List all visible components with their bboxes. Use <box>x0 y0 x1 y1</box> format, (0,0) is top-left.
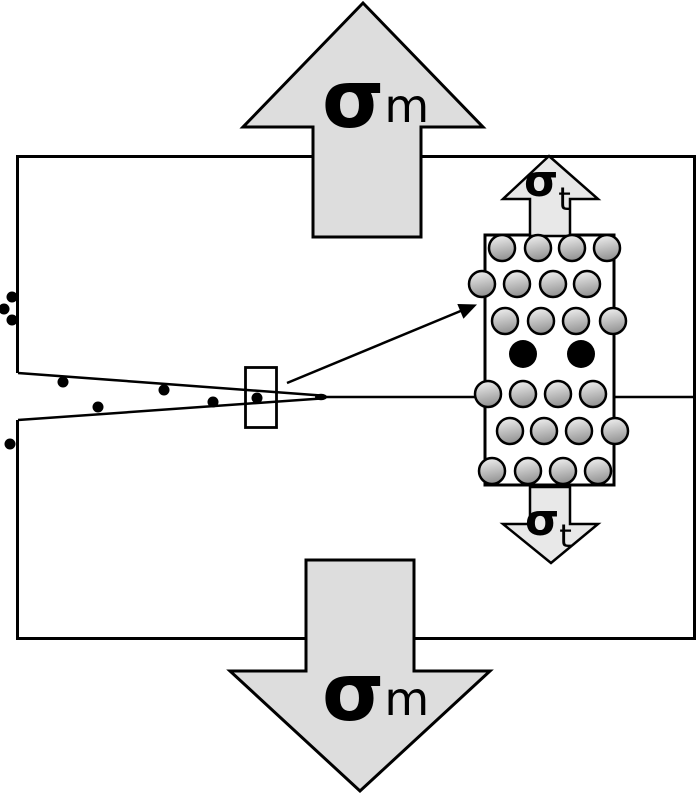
crack-particle <box>6 291 18 303</box>
lattice-atom <box>477 456 507 486</box>
sigma-symbol: σ <box>322 646 384 739</box>
macro-stress-arrow-down <box>226 558 494 794</box>
tip-stress-top-label: σt <box>524 156 571 218</box>
sigma-subscript: t <box>558 180 571 218</box>
tip-stress-arrow-up <box>499 154 602 238</box>
atom-lattice-atoms <box>467 233 630 486</box>
lattice-atom <box>564 416 594 446</box>
crack-particle <box>6 314 18 326</box>
crack-particle <box>251 392 263 404</box>
crack-particle <box>57 376 69 388</box>
lattice-atom <box>513 456 543 486</box>
lattice-atom <box>572 269 602 299</box>
lattice-atom <box>557 233 587 263</box>
sigma-subscript: m <box>384 672 429 726</box>
lattice-atom <box>600 416 630 446</box>
lattice-atom <box>583 456 613 486</box>
crack-faces <box>17 371 327 422</box>
lattice-atom <box>508 379 538 409</box>
zoom-pointer-arrowhead <box>457 303 477 319</box>
lattice-atom <box>578 379 608 409</box>
crack-particle <box>158 384 170 396</box>
sigma-subscript: t <box>559 517 572 555</box>
zoom-pointer-arrow <box>286 303 477 385</box>
crack-particle <box>4 438 16 450</box>
lattice-atom <box>467 269 497 299</box>
lattice-atom <box>526 306 556 336</box>
macro-stress-bottom-label: σm <box>322 646 429 739</box>
crack-tip <box>315 393 327 401</box>
macro-stress-top-label: σm <box>322 53 429 146</box>
crack-upper-face <box>17 371 322 397</box>
tip-region-box <box>244 366 278 429</box>
lattice-atom <box>473 379 503 409</box>
crack-lower-face <box>17 397 322 422</box>
trapped-atom <box>567 340 595 368</box>
sigma-symbol: σ <box>524 156 558 207</box>
lattice-atom <box>502 269 532 299</box>
sigma-subscript: m <box>384 79 429 133</box>
sigma-symbol: σ <box>525 495 559 546</box>
lattice-atom <box>548 456 578 486</box>
lattice-atom <box>592 233 622 263</box>
lattice-atom <box>543 379 573 409</box>
tip-stress-bottom-label: σt <box>525 495 572 555</box>
lattice-atom <box>495 416 525 446</box>
lattice-atom <box>561 306 591 336</box>
lattice-atom <box>487 233 517 263</box>
trapped-atom <box>509 340 537 368</box>
crack-particle <box>92 401 104 413</box>
lattice-atom <box>538 269 568 299</box>
lattice-atom <box>490 306 520 336</box>
lattice-atom <box>523 233 553 263</box>
crack-particle <box>207 396 219 408</box>
crack-particles <box>0 291 263 450</box>
lattice-atom <box>598 306 628 336</box>
lattice-atom <box>529 416 559 446</box>
macro-stress-arrow-up <box>239 0 487 239</box>
tip-stress-arrow-down <box>499 485 602 565</box>
specimen-outline <box>16 155 696 640</box>
crack-particle <box>0 303 10 315</box>
zoom-pointer-line <box>286 308 464 385</box>
sigma-symbol: σ <box>322 53 384 146</box>
